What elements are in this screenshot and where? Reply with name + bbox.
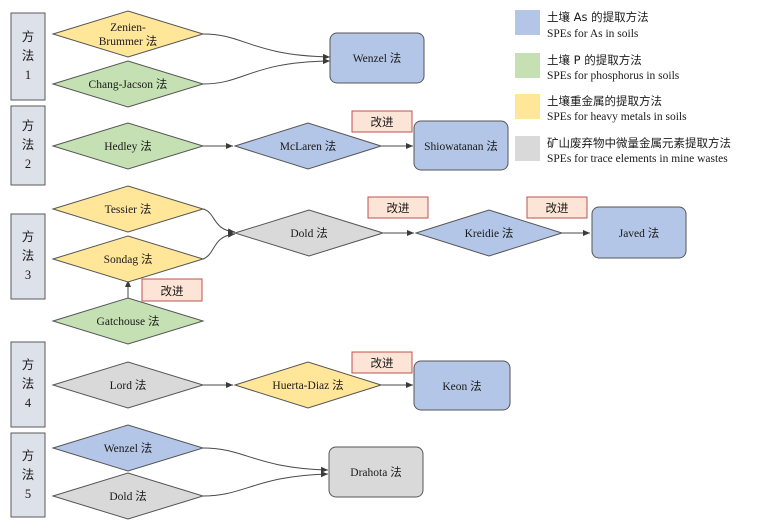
edge-zenien-wenzel [202,33,331,60]
edge-wenzel5-drahota [202,447,329,473]
improve-tag-huerta: 改进 [351,351,413,374]
legend: 土壤 As 的提取方法 SPEs for As in soils 土壤 P 的提… [515,10,731,165]
node-dold5-label: Dold 法 [109,489,146,503]
connector-lines [125,33,590,497]
improve-tag-dold: 改进 [367,196,429,219]
node-shiowatanan: Shiowatanan 法 [413,120,509,171]
node-lord: Lord 法 [51,361,205,409]
node-wenzel1-label: Wenzel 法 [353,51,402,65]
node-zenien-label: Zenien-Brummer 法 [99,22,157,48]
improve-tag-mclaren-label: 改进 [371,115,394,129]
edge-dold5-drahota [202,471,329,497]
improve-tag-mclaren: 改进 [351,110,413,133]
edge-sondag-dold [202,231,236,260]
legend-item-mine-en: SPEs for trace elements in mine wastes [547,153,728,165]
node-lord-label: Lord 法 [110,378,147,392]
node-drahota: Drahota 法 [328,446,424,498]
node-keon: Keon 法 [413,360,511,411]
node-zenien: Zenien-Brummer 法 [51,10,205,58]
method-nodes: Zenien-Brummer 法 Chang-Jacson 法 Hedley 法… [51,10,687,520]
node-mclaren: McLaren 法 [233,122,383,170]
legend-item-heavy-zh: 土壤重金属的提取方法 [547,94,662,108]
legend-item-heavy-en: SPEs for heavy metals in soils [547,111,687,123]
improve-tag-huerta-label: 改进 [371,356,394,370]
node-mclaren-label: McLaren 法 [280,139,337,153]
node-huerta-label: Huerta-Diaz 法 [272,378,343,392]
node-hedley-label: Hedley 法 [104,139,152,153]
node-wenzel1: Wenzel 法 [329,32,425,84]
legend-item-p-en: SPEs for phosphorus in soils [547,70,680,82]
legend-item-p: 土壤 P 的提取方法 SPEs for phosphorus in soils [515,53,680,82]
node-javed-label: Javed 法 [619,226,660,240]
node-sondag: Sondag 法 [51,235,205,283]
improve-tag-gatchouse: 改进 [141,278,203,302]
node-gatchouse-label: Gatchouse 法 [97,314,160,328]
edge-chang-wenzel [202,58,331,85]
node-huerta: Huerta-Diaz 法 [233,361,383,409]
improve-tag-dold-label: 改进 [387,201,410,215]
legend-item-as: 土壤 As 的提取方法 SPEs for As in soils [515,10,649,40]
improve-tags: 改进 改进 改进 改进 改进 [141,110,588,374]
node-wenzel5-label: Wenzel 法 [104,441,153,455]
node-gatchouse: Gatchouse 法 [51,297,205,345]
node-kreidie: Kreidie 法 [414,209,564,257]
node-hedley: Hedley 法 [51,122,205,170]
improve-tag-gatchouse-label: 改进 [161,284,184,298]
node-drahota-label: Drahota 法 [350,465,401,479]
node-dold3-label: Dold 法 [290,226,327,240]
node-sondag-label: Sondag 法 [104,252,153,266]
node-tessier-label: Tessier 法 [105,202,152,216]
node-dold3: Dold 法 [233,209,385,257]
legend-item-as-en: SPEs for As in soils [547,28,639,40]
node-tessier: Tessier 法 [51,185,205,233]
edge-tessier-dold [202,208,236,235]
node-chang: Chang-Jacson 法 [51,60,205,108]
node-shiowatanan-label: Shiowatanan 法 [424,139,498,153]
legend-item-mine: 矿山废弃物中微量金属元素提取方法 SPEs for trace elements… [515,136,731,165]
node-wenzel5: Wenzel 法 [51,424,205,472]
node-kreidie-label: Kreidie 法 [465,226,514,240]
node-javed: Javed 法 [591,206,687,259]
node-chang-label: Chang-Jacson 法 [89,77,168,91]
improve-tag-kreidie-label: 改进 [546,201,569,215]
legend-item-as-zh: 土壤 As 的提取方法 [547,10,649,24]
legend-item-mine-zh: 矿山废弃物中微量金属元素提取方法 [547,136,731,150]
legend-item-heavy: 土壤重金属的提取方法 SPEs for heavy metals in soil… [515,94,687,123]
improve-tag-kreidie: 改进 [526,196,588,219]
legend-item-p-zh: 土壤 P 的提取方法 [547,53,642,67]
node-keon-label: Keon 法 [442,379,481,393]
node-dold5: Dold 法 [51,472,205,520]
